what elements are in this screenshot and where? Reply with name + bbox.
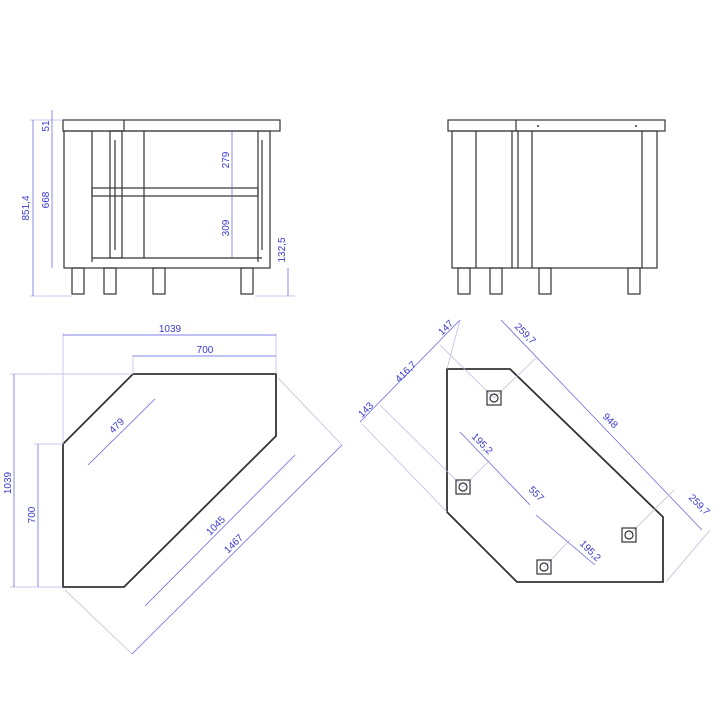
adjustable-foot-icon: [536, 559, 552, 575]
dim-end-bottom: 259,7: [686, 492, 712, 518]
dim-arm-depth: 700: [27, 506, 38, 523]
dim-upper-clearance: 279: [221, 151, 232, 168]
front-view: 851,4 51 668 279 309 132,5: [21, 110, 295, 297]
dim-overall-depth: 1039: [3, 471, 14, 494]
adjustable-foot-icon: [455, 479, 471, 495]
dim-chamfer-front: 479: [107, 416, 127, 436]
dim-offset-147: 147: [436, 318, 456, 338]
dim-arm-width: 700: [197, 345, 214, 356]
dim-top-thickness: 51: [41, 120, 52, 132]
dim-leg-height: 132,5: [277, 237, 288, 262]
dim-lower-clearance: 309: [221, 219, 232, 236]
side-view: [447, 119, 666, 295]
dim-span-416: 416,7: [393, 359, 419, 385]
dim-length-948: 948: [600, 411, 620, 431]
dim-total-height: 851,4: [21, 195, 32, 220]
adjustable-foot-icon: [486, 390, 502, 406]
dim-body-height: 668: [41, 191, 52, 208]
plan-view-right: 143 416,7 147 259,7 948 259,7 195,2 557 …: [356, 318, 712, 583]
dim-end-top: 259,7: [512, 321, 538, 347]
dim-offset-143: 143: [356, 400, 376, 420]
dim-foot-offset-1: 195,2: [469, 431, 495, 457]
dim-foot-span: 557: [526, 484, 546, 504]
plan-view-left: 1039 700 1039 700 479 1045 1467: [3, 324, 343, 655]
adjustable-foot-icon: [621, 527, 637, 543]
dim-overall-width: 1039: [159, 324, 182, 335]
